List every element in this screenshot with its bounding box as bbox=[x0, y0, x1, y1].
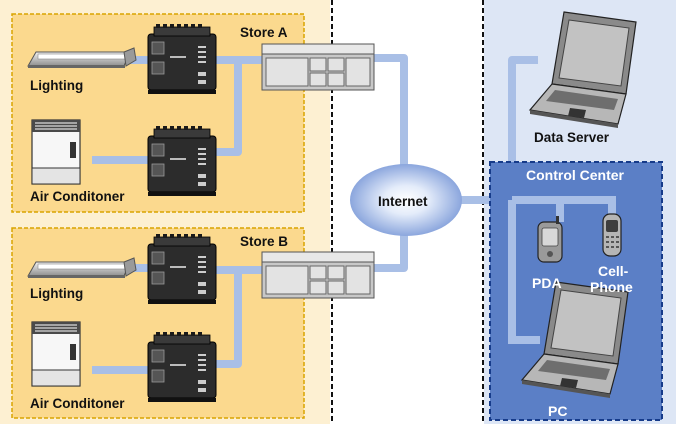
switch-rack-a bbox=[261, 43, 375, 91]
pc-label: PC bbox=[548, 403, 567, 419]
cellphone-label-line1: Cell- bbox=[598, 263, 629, 279]
store-a-lighting-label: Lighting bbox=[30, 78, 83, 93]
switch-rack-b bbox=[261, 251, 375, 299]
meter-lighting-a bbox=[147, 23, 217, 95]
store-a-title: Store A bbox=[240, 25, 288, 40]
meter-ac-b bbox=[147, 331, 217, 403]
internet-label: Internet bbox=[378, 194, 428, 209]
store-b-lighting-label: Lighting bbox=[30, 286, 83, 301]
data-server-label: Data Server bbox=[534, 130, 610, 145]
air-conditioner-a bbox=[31, 119, 81, 185]
pda-icon bbox=[537, 216, 563, 263]
meter-ac-a bbox=[147, 125, 217, 197]
internet-cloud bbox=[350, 164, 462, 236]
store-b-ac-label: Air Conditoner bbox=[30, 396, 125, 411]
air-conditioner-b bbox=[31, 321, 81, 387]
control-center-title: Control Center bbox=[526, 167, 625, 183]
cellphone-icon bbox=[602, 213, 622, 257]
store-b-title: Store B bbox=[240, 234, 288, 249]
pda-label: PDA bbox=[532, 275, 562, 291]
control-center-links bbox=[508, 196, 616, 344]
cellphone-label-line2: Phone bbox=[590, 279, 633, 295]
meter-lighting-b bbox=[147, 233, 217, 305]
store-a-ac-label: Air Conditoner bbox=[30, 189, 125, 204]
